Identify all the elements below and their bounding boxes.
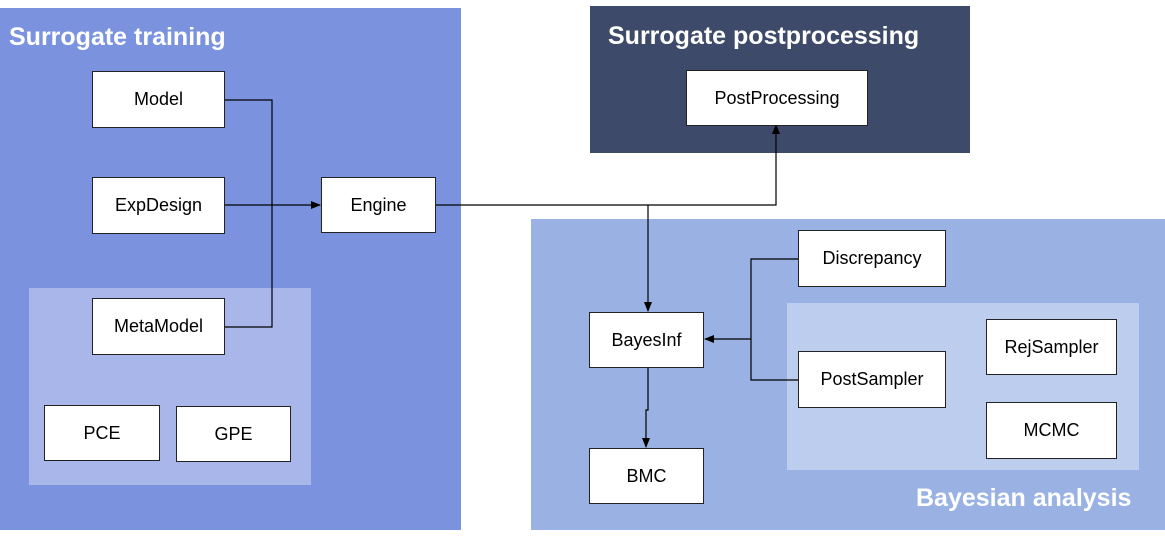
bayesinf-to-bmc-arrow <box>642 367 650 448</box>
bayesian-analysis-title: Bayesian analysis <box>916 484 1132 512</box>
postsampler-node[interactable]: PostSampler <box>798 351 946 408</box>
engine-node[interactable]: Engine <box>321 177 436 233</box>
mcmc-node[interactable]: MCMC <box>986 402 1117 459</box>
model-node[interactable]: Model <box>92 71 225 128</box>
surrogate-postprocessing-title: Surrogate postprocessing <box>608 22 920 50</box>
model-to-engine-line <box>225 99 273 328</box>
bayesinf-node[interactable]: BayesInf <box>589 312 704 368</box>
metamodel-node[interactable]: MetaModel <box>92 298 225 355</box>
expdesign-node[interactable]: ExpDesign <box>92 177 225 234</box>
pce-node[interactable]: PCE <box>44 405 160 461</box>
discrepancy-node[interactable]: Discrepancy <box>798 230 946 287</box>
discrepancy-to-bayesinf-line <box>750 258 798 381</box>
rejsampler-node[interactable]: RejSampler <box>986 319 1117 375</box>
gpe-node[interactable]: GPE <box>176 406 291 462</box>
engine-to-postprocessing-arrow <box>436 124 780 206</box>
surrogate-training-title: Surrogate training <box>9 23 226 51</box>
postprocessing-node[interactable]: PostProcessing <box>686 70 868 126</box>
bmc-node[interactable]: BMC <box>589 448 704 504</box>
